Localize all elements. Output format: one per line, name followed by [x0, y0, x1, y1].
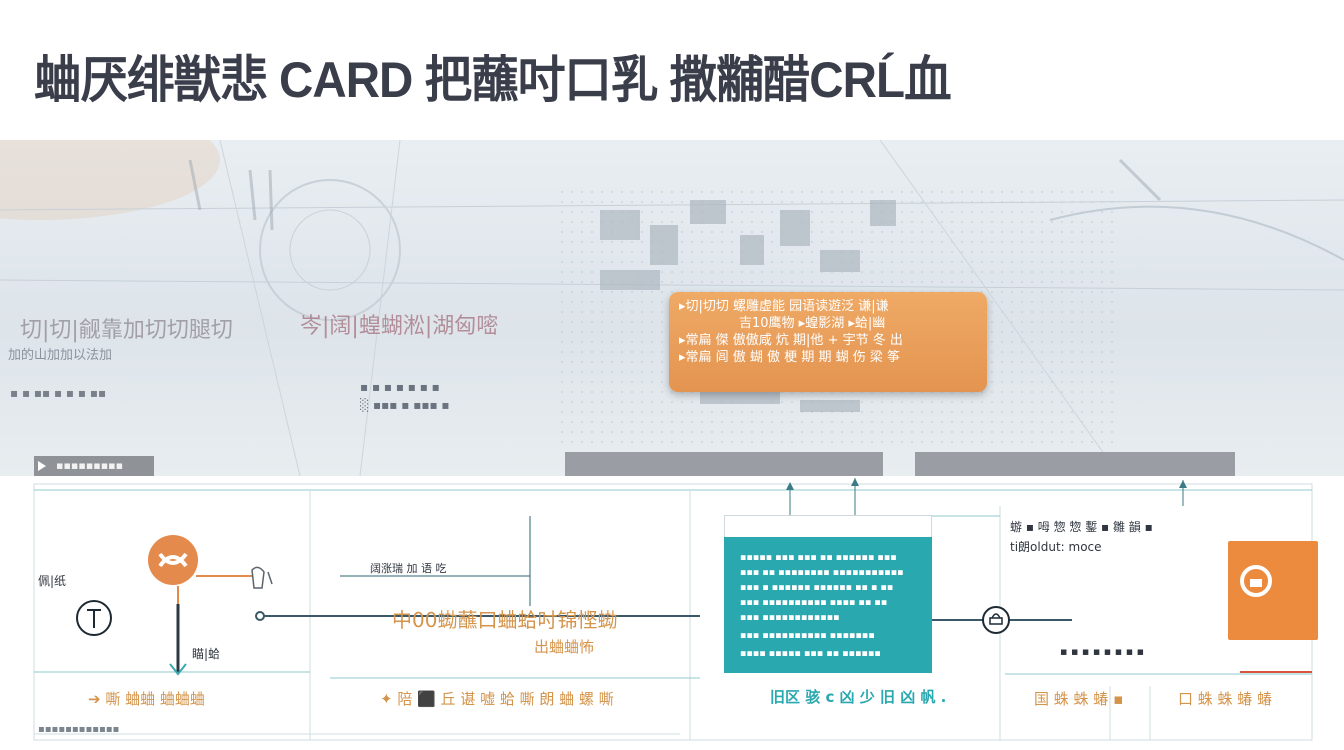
- lock-icon: [1240, 565, 1272, 597]
- hero-label-3: 加的山加加以法加: [8, 348, 113, 363]
- orange-circle-icon[interactable]: [148, 535, 198, 585]
- right-text-1: 蝣 ▪ 呣 惣 惣 鏨 ▪ 雛 韻 ▪: [1010, 520, 1153, 534]
- hero-label-4: ▪ ▪ ▪ ▪ ▪ ▪ ▪: [360, 380, 440, 394]
- tool-circle-icon[interactable]: [76, 600, 112, 636]
- left-footnote: ▪▪▪▪▪▪▪▪▪▪▪▪: [38, 724, 120, 735]
- teal-info-panel: ▪▪▪▪▪ ▪▪▪ ▪▪▪ ▪▪ ▪▪▪▪▪▪ ▪▪▪ ▪▪▪ ▪▪ ▪▪▪▪▪…: [724, 537, 932, 673]
- teal-panel-line: ▪▪▪ ▪▪▪▪▪▪▪▪▪▪ ▪▪▪▪ ▪▪ ▪▪: [740, 597, 888, 608]
- connector-line: [255, 611, 700, 621]
- teal-panel-line: ▪▪▪▪▪ ▪▪▪ ▪▪▪ ▪▪ ▪▪▪▪▪▪ ▪▪▪: [740, 552, 897, 563]
- lock-circle-icon[interactable]: [982, 606, 1010, 634]
- center-bottom-caption: ✦ 陪 ⬛ 丘 谌 嘘 蛤 嘶 朗 蛐 螺 嘶: [380, 690, 614, 708]
- left-bottom-caption: ➔ 嘶 蛐蛐 蛐蛐蛐: [88, 690, 205, 708]
- hand-icon: [251, 566, 273, 589]
- right-bottom-caption-2: 口 蛛 蛛 蝽 蝽: [1178, 690, 1273, 708]
- callout-line: 吉10鹰物 ▸蝗影湖 ▸蛤|幽: [739, 316, 886, 331]
- hero-caption-bar: ▪▪▪▪▪▪▪▪▪: [34, 456, 154, 476]
- callout-line: ▸常扁 傑 傲傲咸 炕 期|他 + 宇节 冬 出: [679, 333, 903, 348]
- grey-tab-panel-1: [565, 452, 883, 476]
- right-small-label: ▪ ▪ ▪ ▪ ▪ ▪ ▪ ▪: [1060, 645, 1145, 658]
- center-subtitle: 出蛐蛐怖: [534, 638, 595, 656]
- center-small-label: 阔涨瑞 加 语 吃: [370, 562, 447, 575]
- teal-panel-line: ▪▪▪ ▪ ▪▪▪▪▪▪ ▪▪▪▪▪▪ ▪▪ ▪ ▪▪: [740, 582, 894, 593]
- right-bottom-caption-1: 国 蛛 蛛 蝽 ▪: [1034, 690, 1124, 708]
- hero-label-2: 岑|阔|蝗蝴淞|湖匈嘧: [300, 314, 499, 339]
- hero-label-6: ▪ ▪ ▪▪ ▪ ▪ ▪ ▪▪: [10, 386, 107, 400]
- teal-panel-line: ▪▪▪▪ ▪▪▪▪▪ ▪▪▪ ▪▪ ▪▪▪▪▪▪: [740, 648, 881, 659]
- teal-caption: 旧区 骇 c 凶 少 旧 凶 帆 .: [770, 688, 947, 706]
- info-callout: ▸切|切切 螺雕虚能 园语读遊泛 谦|谦 吉10鹰物 ▸蝗影湖 ▸蛤|幽 ▸常扁…: [669, 292, 987, 392]
- teal-panel-line: ▪▪▪ ▪▪▪▪▪▪▪▪▪▪ ▪▪▪▪▪▪▪: [740, 630, 875, 641]
- play-icon[interactable]: [38, 461, 46, 471]
- teal-panel-line: ▪▪▪ ▪▪▪▪▪▪▪▪▪▪▪▪: [740, 612, 840, 623]
- teal-panel-tab[interactable]: [724, 515, 932, 537]
- grey-tab-panel-2: [915, 452, 1235, 476]
- hero-label-5: ░ ▪▪▪ ▪ ▪▪▪ ▪: [360, 398, 450, 412]
- left-label: 佩|纸: [38, 574, 67, 588]
- right-text-2: ti朗oldut: moce: [1010, 540, 1102, 554]
- small-label: 瞄|蛤: [192, 647, 221, 661]
- callout-line: ▸常扁 闾 傲 蝴 傲 梗 期 期 蝴 伤 梁 筝: [679, 350, 900, 365]
- hero-label-1: 切|切|觎靠加切切腿切: [20, 318, 233, 343]
- process-diagram: [33, 478, 1313, 741]
- center-title: 中00蜐蘸口蛐蛤吋锦悭蜐: [392, 608, 618, 632]
- teal-panel-line: ▪▪▪ ▪▪ ▪▪▪▪▪▪▪▪ ▪▪▪▪▪▪▪▪▪▪▪: [740, 567, 904, 578]
- feature-icon-card[interactable]: [1228, 541, 1318, 640]
- callout-line: ▸切|切切 螺雕虚能 园语读遊泛 谦|谦: [679, 299, 889, 314]
- page-title: 蛐厌绯獣悲 CARD 把蘸吋口乳 撒黼醋CRĹ血: [34, 52, 952, 108]
